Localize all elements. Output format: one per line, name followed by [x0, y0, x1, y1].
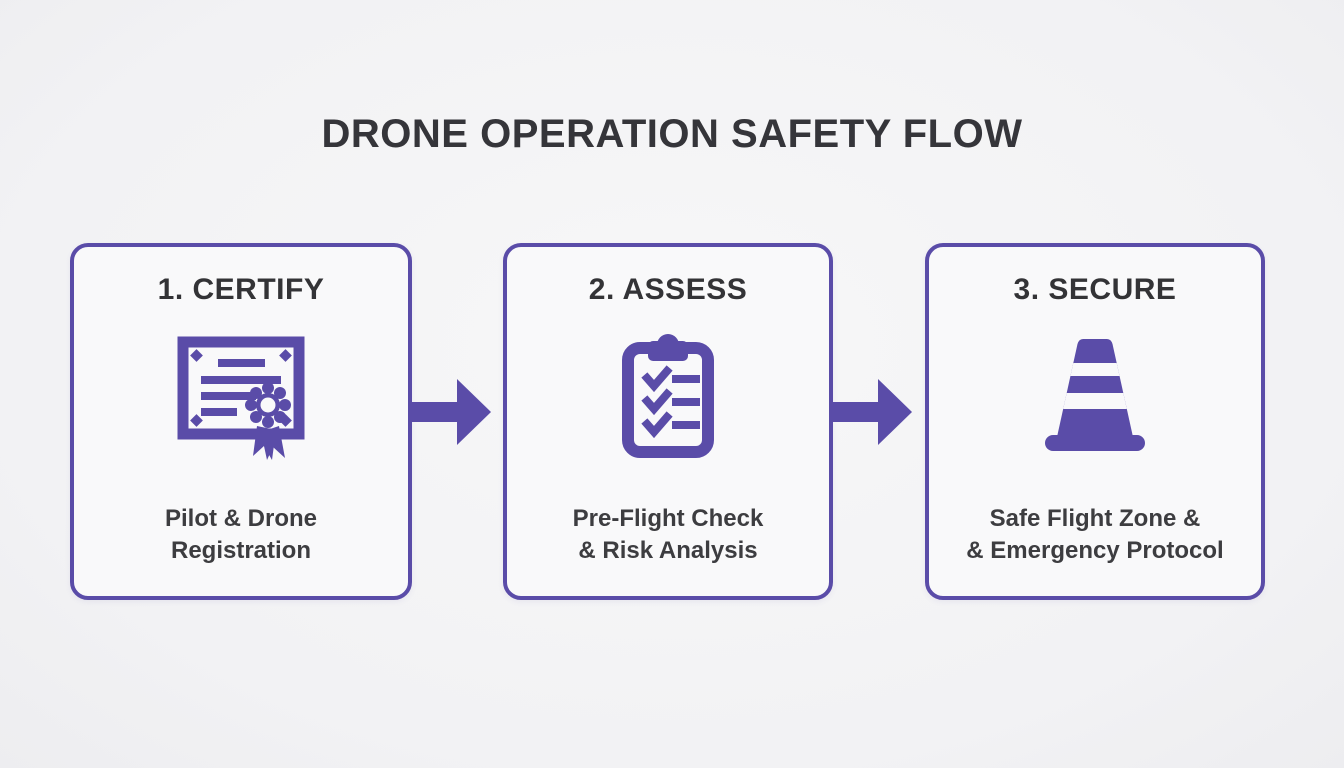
right-arrow-icon — [411, 377, 491, 447]
step-description-line: Pre-Flight Check — [572, 505, 764, 532]
step-heading: 1. CERTIFY — [157, 273, 325, 306]
step-card-secure: 3. SECURE Safe Flight Zone & & Emergency… — [925, 243, 1265, 600]
step-card-certify: 1. CERTIFY — [70, 243, 412, 600]
step-description-line: Registration — [170, 537, 311, 564]
page-title: DRONE OPERATION SAFETY FLOW — [321, 112, 1023, 156]
certificate-icon — [175, 321, 307, 471]
step-description: Safe Flight Zone & & Emergency Protocol — [966, 503, 1223, 567]
step-heading: 2. ASSESS — [588, 273, 748, 306]
step-description: Pilot & Drone Registration — [165, 503, 317, 567]
step-description: Pre-Flight Check & Risk Analysis — [573, 503, 764, 567]
clipboard-checklist-icon — [620, 321, 716, 471]
step-heading: 3. SECURE — [1013, 273, 1177, 306]
step-description-line: & Risk Analysis — [578, 537, 758, 564]
traffic-cone-icon — [1043, 321, 1147, 471]
step-description-line: Pilot & Drone — [164, 505, 317, 532]
right-arrow-icon — [832, 377, 912, 447]
step-description-line: & Emergency Protocol — [966, 537, 1224, 564]
step-description-line: Safe Flight Zone & — [989, 505, 1201, 532]
step-card-assess: 2. ASSESS Pre-Flight Check & Risk Analys… — [503, 243, 833, 600]
